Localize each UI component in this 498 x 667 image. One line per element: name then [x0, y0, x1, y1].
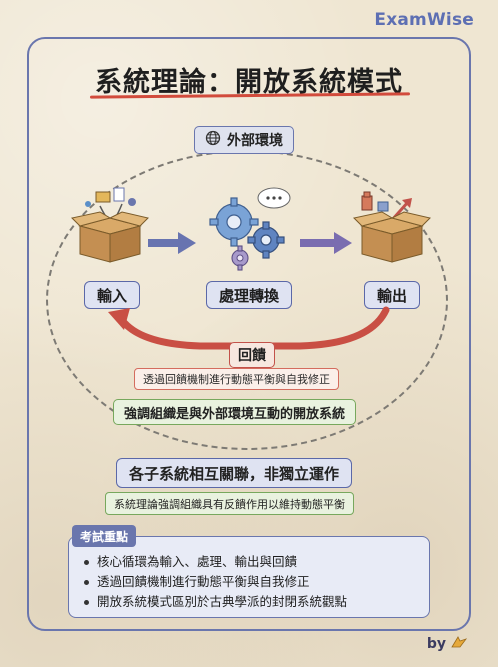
subsystems-title: 各子系統相互關聯，非獨立運作 [116, 458, 353, 488]
environment-label-text: 外部環境 [227, 133, 283, 149]
feedback-loop-arrow [100, 304, 400, 360]
bullet-icon [84, 559, 89, 565]
exam-points-tag: 考試重點 [72, 525, 137, 547]
brand-logo: ExamWise [374, 10, 474, 30]
feedback-description: 透過回饋機制進行動態平衡與自我修正 [134, 368, 339, 390]
open-system-note: 強調組織是與外部環境互動的開放系統 [113, 399, 357, 425]
process-stage-label: 處理轉換 [206, 281, 292, 309]
gears-icon [200, 184, 296, 278]
process-to-output-arrow [300, 232, 352, 258]
list-item: 核心循環為輸入、處理、輸出與回饋 [84, 552, 347, 572]
footer-credit: by [427, 635, 468, 653]
input-to-process-arrow [148, 232, 196, 258]
content-frame [27, 37, 471, 631]
environment-label: 外部環境 [194, 126, 294, 154]
bullet-icon [84, 579, 89, 585]
input-box-icon [70, 186, 150, 270]
exam-point-text: 開放系統模式區別於古典學派的封閉系統觀點 [97, 594, 348, 609]
input-stage-label: 輸入 [84, 281, 140, 309]
list-item: 開放系統模式區別於古典學派的封閉系統觀點 [84, 592, 347, 612]
author-logo-icon [450, 635, 468, 653]
bullet-icon [84, 599, 89, 605]
exam-points-panel [68, 536, 430, 618]
subsystems-description: 系統理論強調組織具有反饋作用以維持動態平衡 [105, 492, 354, 515]
by-text: by [426, 636, 446, 652]
globe-icon [205, 130, 221, 150]
exam-points-list: 核心循環為輸入、處理、輸出與回饋 透過回饋機制進行動態平衡與自我修正 開放系統模… [84, 552, 347, 612]
feedback-label: 回饋 [229, 342, 275, 368]
exam-point-text: 透過回饋機制進行動態平衡與自我修正 [97, 574, 310, 589]
output-box-icon [352, 188, 432, 270]
exam-point-text: 核心循環為輸入、處理、輸出與回饋 [97, 554, 298, 569]
output-stage-label: 輸出 [364, 281, 420, 309]
list-item: 透過回饋機制進行動態平衡與自我修正 [84, 572, 347, 592]
